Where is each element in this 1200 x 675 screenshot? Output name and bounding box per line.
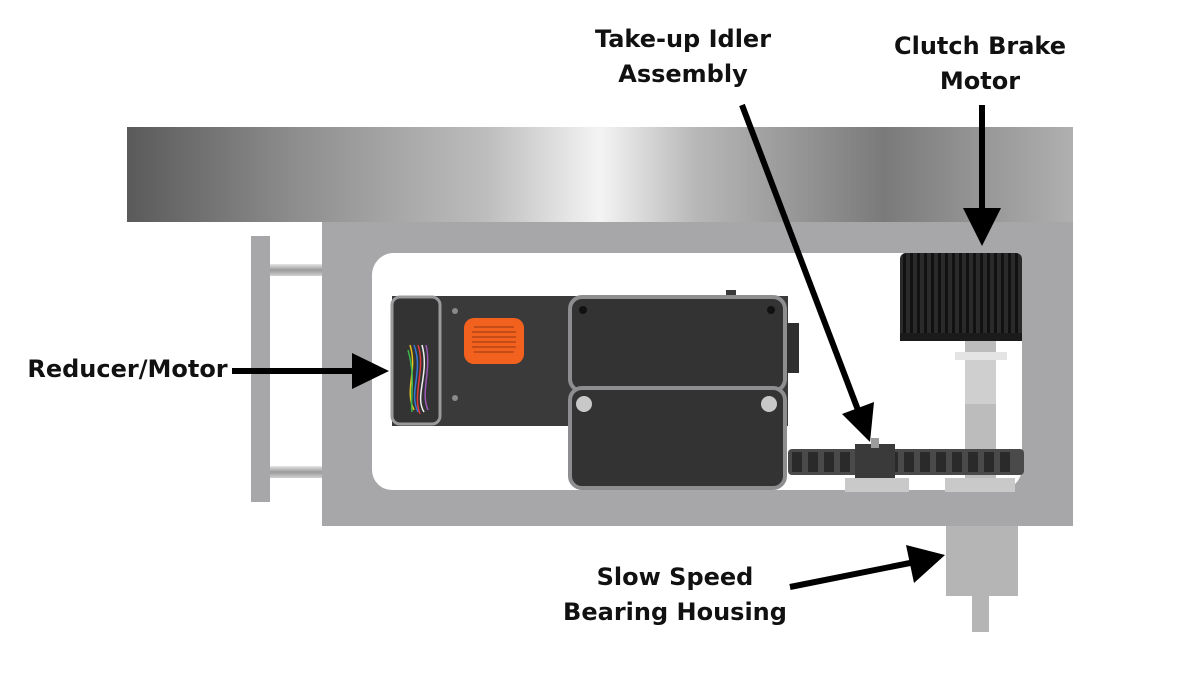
- motor-side-block: [787, 323, 799, 373]
- warning-label-text: [472, 326, 516, 353]
- screw: [452, 308, 458, 314]
- warning-label: [464, 318, 524, 364]
- arrow-take-up-idler: [739, 103, 874, 442]
- arrow-reducer-motor: [232, 353, 389, 389]
- motor-top-nub: [726, 290, 736, 298]
- gearbox-lower: [568, 386, 787, 490]
- frame-housing: [322, 222, 1073, 526]
- shaft-washer: [965, 360, 996, 404]
- idler-hub: [871, 438, 879, 448]
- idler-mount-block: [845, 478, 909, 492]
- clutch-brake-motor-base: [900, 333, 1022, 341]
- idler-sprocket: [855, 444, 895, 480]
- gearbox-bolt: [761, 396, 777, 412]
- colored-wires: [407, 344, 429, 415]
- guide-rod-upper: [270, 264, 323, 276]
- bearing-shaft: [972, 596, 989, 632]
- clutch-brake-motor: [900, 253, 1022, 341]
- gearbox-screw: [767, 306, 775, 314]
- label-clutch-brake-motor: Clutch Brake Motor: [894, 32, 1066, 95]
- arrow-clutch-brake: [963, 105, 1001, 246]
- steel-top-plate: [127, 127, 1073, 222]
- drive-sprocket-block: [945, 478, 1015, 492]
- label-slow-speed-bearing-housing: Slow Speed Bearing Housing: [563, 563, 787, 626]
- bearing-housing: [946, 526, 1018, 596]
- arrow-slow-speed: [789, 545, 945, 590]
- label-reducer-motor: Reducer/Motor: [27, 355, 228, 383]
- screw: [452, 395, 458, 401]
- label-take-up-idler: Take-up Idler Assembly: [594, 25, 772, 88]
- gearbox-bolt: [576, 396, 592, 412]
- guide-rod-lower: [270, 466, 323, 478]
- shaft-collar: [955, 352, 1007, 360]
- gearbox-screw: [579, 306, 587, 314]
- gearbox-upper: [568, 295, 787, 393]
- junction-box: [390, 295, 442, 426]
